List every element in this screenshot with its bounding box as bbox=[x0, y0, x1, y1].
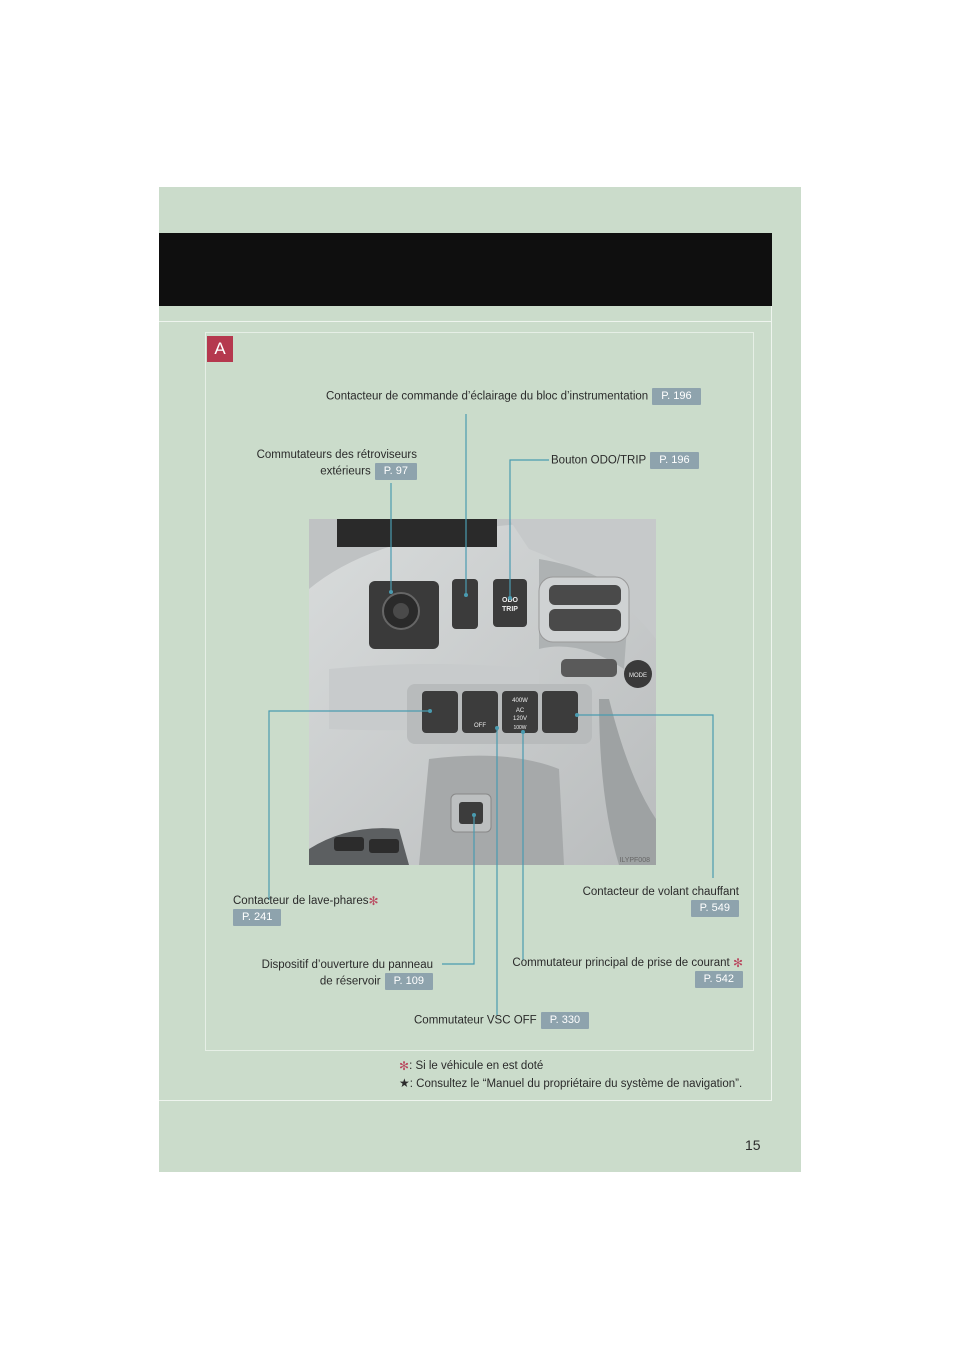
outlet-400w-text: 400W bbox=[512, 698, 528, 704]
ref-heated-wheel[interactable]: P. 549 bbox=[690, 900, 739, 917]
ref-illumination[interactable]: P. 196 bbox=[652, 388, 701, 405]
label-fuel-door-line1: Dispositif d’ouverture du panneau bbox=[261, 959, 433, 971]
vsc-button-text: OFF bbox=[474, 723, 486, 729]
label-mirrors: Commutateurs des rétroviseurs extérieurs… bbox=[243, 447, 417, 480]
label-power-outlet-text: Commutateur principal de prise de couran… bbox=[512, 957, 730, 969]
optional-star-icon: ✻ bbox=[399, 1059, 410, 1073]
section-marker: A bbox=[207, 336, 233, 362]
footnotes: ✻: Si le véhicule en est doté ★: Consult… bbox=[399, 1058, 742, 1093]
ref-vsc-off[interactable]: P. 330 bbox=[540, 1012, 590, 1029]
label-mirrors-line1: Commutateurs des rétroviseurs bbox=[256, 449, 417, 461]
outlet-ac-text: AC bbox=[516, 708, 525, 714]
navigation-star-icon: ★ bbox=[399, 1076, 410, 1090]
label-fuel-door-line2: de réservoir bbox=[319, 975, 381, 988]
label-heated-wheel-text: Contacteur de volant chauffant bbox=[582, 886, 739, 898]
note-optional: : Si le véhicule en est doté bbox=[409, 1060, 544, 1072]
trip-button-text: TRIP bbox=[502, 606, 518, 613]
odo-button-text: ODO bbox=[502, 597, 519, 604]
mode-button-text: MODE bbox=[629, 673, 647, 679]
label-vsc-off-text: Commutateur VSC OFF bbox=[414, 1014, 537, 1027]
ref-mirrors[interactable]: P. 97 bbox=[374, 463, 417, 480]
note-navigation: : Consultez le “Manuel du propriétaire d… bbox=[409, 1078, 743, 1090]
label-odo-trip-text: Bouton ODO/TRIP bbox=[551, 454, 647, 467]
photo-code: ILYPF008 bbox=[619, 857, 650, 864]
label-illumination: Contacteur de commande d’éclairage du bl… bbox=[326, 388, 701, 405]
ref-power-outlet[interactable]: P. 542 bbox=[694, 971, 743, 988]
frame-bottom-rule bbox=[159, 1100, 772, 1101]
outlet-120v-text: 120V bbox=[513, 716, 527, 722]
label-power-outlet: Commutateur principal de prise de couran… bbox=[503, 955, 743, 988]
ref-odo-trip[interactable]: P. 196 bbox=[650, 452, 699, 469]
illustration-panel bbox=[205, 332, 754, 1051]
label-headlamp-cleaner-text: Contacteur de lave-phares bbox=[233, 895, 369, 907]
frame-right-rule bbox=[771, 306, 772, 1101]
page-number: 15 bbox=[745, 1137, 761, 1153]
switch-panel-photo: MODE ODO TRIP OFF 400W AC 120V 100W ILYP… bbox=[309, 519, 656, 865]
label-mirrors-line2: extérieurs bbox=[320, 465, 371, 478]
frame-top-rule bbox=[159, 321, 772, 322]
label-heated-wheel: Contacteur de volant chauffant P. 549 bbox=[560, 884, 739, 917]
ref-headlamp-cleaner[interactable]: P. 241 bbox=[233, 909, 282, 926]
outlet-100w-text: 100W bbox=[513, 725, 526, 731]
label-fuel-door: Dispositif d’ouverture du panneau de rés… bbox=[242, 957, 433, 990]
header-bar bbox=[159, 233, 772, 306]
optional-star-icon: ✻ bbox=[368, 894, 379, 908]
ref-fuel-door[interactable]: P. 109 bbox=[384, 973, 433, 990]
optional-star-icon: ✻ bbox=[732, 956, 743, 970]
label-illumination-text: Contacteur de commande d’éclairage du bl… bbox=[326, 390, 649, 403]
label-headlamp-cleaner: Contacteur de lave-phares✻ P. 241 bbox=[233, 893, 379, 926]
